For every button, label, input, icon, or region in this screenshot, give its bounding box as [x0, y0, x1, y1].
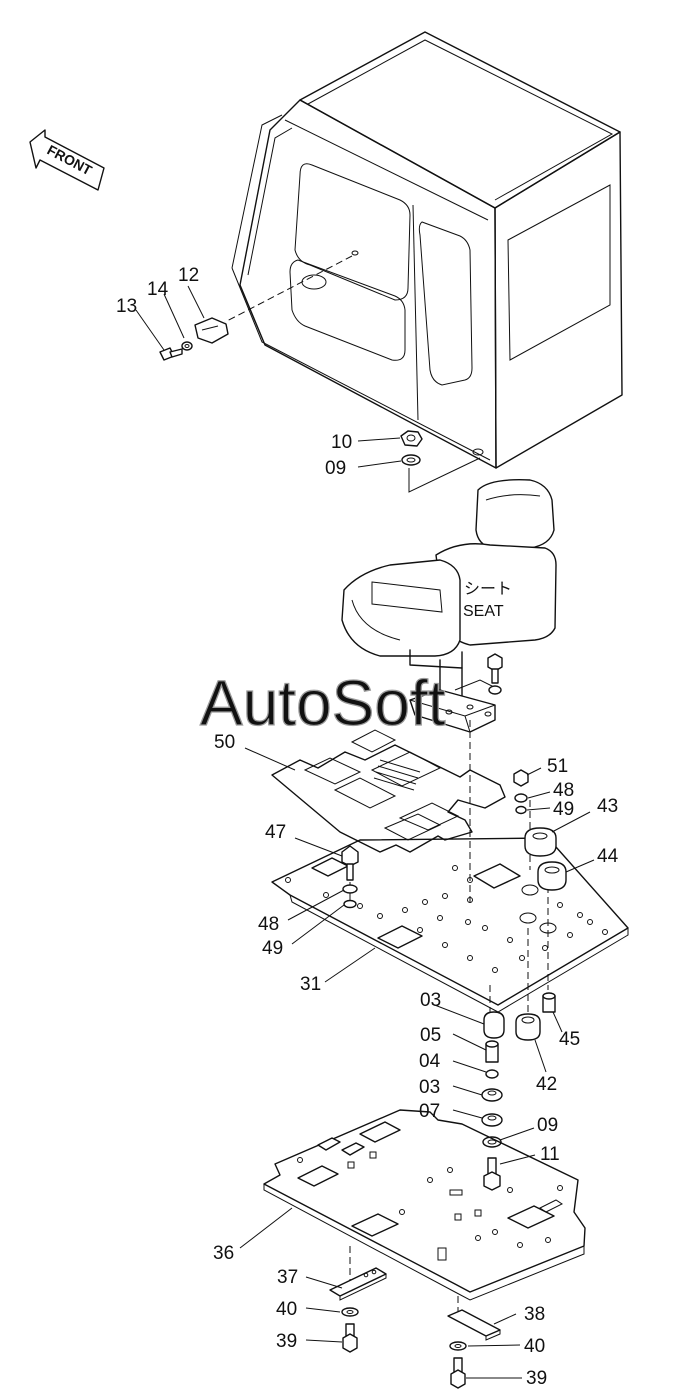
- bolt: [487, 653, 503, 695]
- part-label: 05: [420, 1025, 441, 1046]
- part-label: 51: [547, 756, 568, 777]
- part-label: 11: [540, 1144, 560, 1165]
- part-label: 50: [214, 732, 235, 753]
- floor-mat: [271, 729, 506, 853]
- operator-cab: [231, 31, 623, 469]
- part-label: 40: [276, 1299, 297, 1320]
- part-label: 39: [526, 1368, 547, 1389]
- part-label: 31: [300, 974, 321, 995]
- washer: [482, 1136, 502, 1148]
- washer: [181, 341, 193, 351]
- collar: [485, 1040, 499, 1063]
- rubber-mount: [524, 827, 557, 857]
- part-label: 49: [553, 799, 574, 820]
- part-label: 49: [262, 938, 283, 959]
- part-label: 40: [524, 1336, 545, 1357]
- bolt: [341, 845, 359, 881]
- part-label: 43: [597, 796, 618, 817]
- part-label: 03: [419, 1077, 440, 1098]
- part-label: 45: [559, 1029, 580, 1050]
- door-handle: [194, 317, 229, 344]
- part-label: 37: [277, 1267, 298, 1288]
- spacer: [542, 992, 556, 1013]
- leader-lines: [135, 285, 595, 1379]
- watermark: AutoSoft: [200, 667, 446, 739]
- lock-washer: [515, 805, 527, 815]
- part-label: 07: [419, 1101, 440, 1122]
- seat-label-en: SEAT: [463, 603, 504, 620]
- rubber-mount: [515, 1013, 541, 1041]
- part-label: 03: [420, 990, 441, 1011]
- part-label: 48: [258, 914, 279, 935]
- part-label: 09: [537, 1115, 558, 1136]
- part-label: 42: [536, 1074, 557, 1095]
- washer: [485, 1069, 499, 1079]
- front-arrow-icon: FRONT: [29, 129, 105, 191]
- lock-washer: [343, 899, 357, 909]
- seat-label-jp: シート: [464, 581, 512, 598]
- part-label: 12: [178, 265, 199, 286]
- part-label: 38: [524, 1304, 545, 1325]
- part-label: 14: [147, 279, 169, 300]
- screw: [159, 347, 183, 361]
- bolt: [513, 769, 529, 787]
- bracket: [329, 1267, 387, 1301]
- part-labels: 12 14 13 10 09 50 51 48 49 43 44 47 48 4…: [116, 265, 619, 1389]
- floor-plate: [271, 837, 629, 1013]
- part-label: 09: [325, 458, 346, 479]
- part-label: 10: [331, 432, 352, 453]
- washer: [449, 1341, 467, 1351]
- cushion-mount: [481, 1088, 503, 1102]
- washer: [514, 793, 528, 803]
- bracket: [447, 1309, 501, 1341]
- nut: [400, 430, 423, 447]
- rubber-mount: [537, 861, 567, 891]
- plate-washer: [481, 1113, 503, 1127]
- bolt: [342, 1323, 358, 1353]
- washer: [401, 454, 421, 466]
- seat: シート SEAT: [341, 479, 557, 733]
- washer: [341, 1307, 359, 1317]
- part-label: 04: [419, 1051, 441, 1072]
- part-label: 36: [213, 1243, 234, 1264]
- bolt: [450, 1357, 466, 1389]
- part-label: 47: [265, 822, 286, 843]
- bolt: [483, 1157, 501, 1191]
- base-plate: [263, 1109, 586, 1301]
- part-label: 13: [116, 296, 137, 317]
- washer: [342, 884, 358, 894]
- part-label: 44: [597, 846, 619, 867]
- part-label: 48: [553, 780, 574, 801]
- cushion-mount: [483, 1011, 505, 1039]
- part-label: 39: [276, 1331, 297, 1352]
